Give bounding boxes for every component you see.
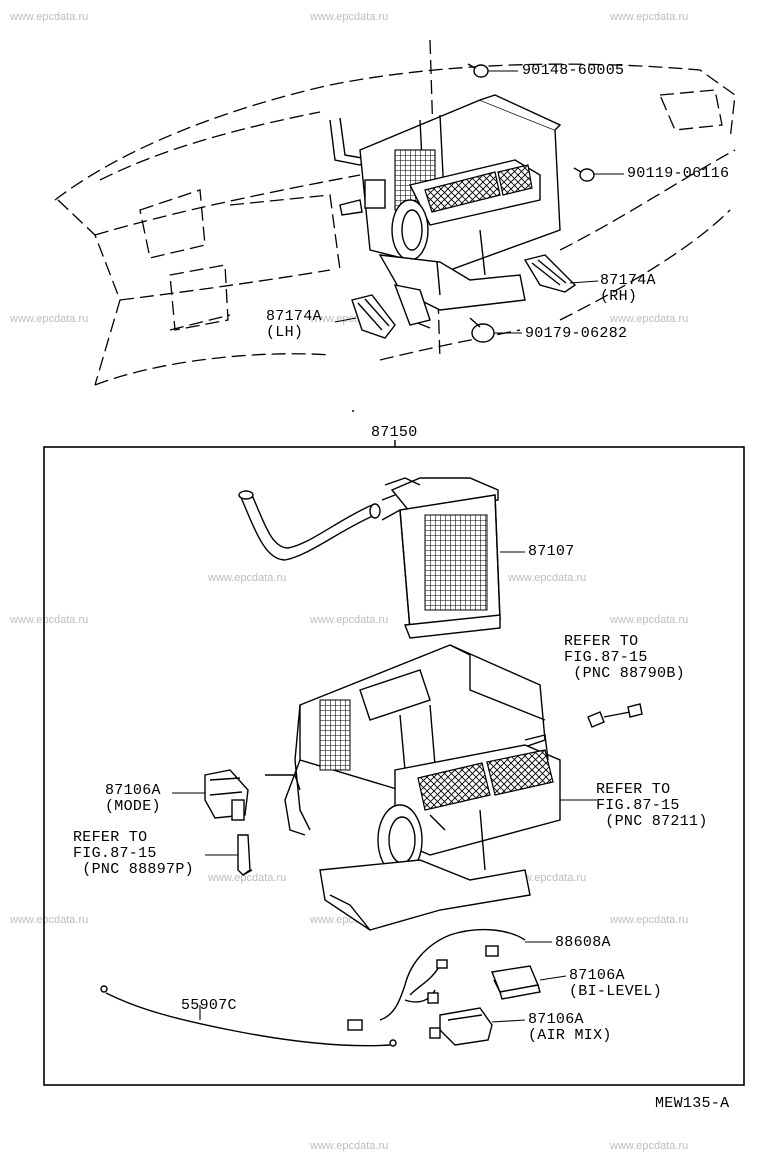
label-refer-88897p: REFER TO FIG.87-15 (PNC 88897P) xyxy=(73,829,194,878)
label-refer-87211: REFER TO FIG.87-15 (PNC 87211) xyxy=(596,781,708,830)
watermark: www.epcdata.ru xyxy=(10,614,89,626)
wire-harness xyxy=(347,928,552,1031)
drawing-code: MEW135-A xyxy=(655,1095,730,1112)
label-servo-mode-87106a: 87106A (MODE) xyxy=(105,782,161,815)
control-cable xyxy=(100,985,397,1047)
watermark: www.epcdata.ru xyxy=(610,11,689,23)
heater-core xyxy=(384,477,525,639)
label-duct-lh-87174a: 87174A (LH) xyxy=(266,308,322,341)
watermark: www.epcdata.ru xyxy=(610,914,689,926)
watermark: www.epcdata.ru xyxy=(610,313,689,325)
watermark: www.epcdata.ru xyxy=(10,313,89,325)
watermark: www.epcdata.ru xyxy=(310,11,389,23)
linkage-88897p xyxy=(205,834,253,876)
label-assembly-87150: 87150 xyxy=(371,424,418,441)
connector-88790b xyxy=(587,703,643,728)
heater-case xyxy=(265,644,597,931)
clip-part xyxy=(469,317,522,343)
label-duct-rh-87174a: 87174A (RH) xyxy=(600,272,656,305)
label-nut-90119-06116: 90119-06116 xyxy=(627,165,730,182)
nut-part xyxy=(573,167,624,182)
watermark: www.epcdata.ru xyxy=(10,914,89,926)
watermark: www.epcdata.ru xyxy=(208,572,287,584)
label-servo-airmix-87106a: 87106A (AIR MIX) xyxy=(528,1011,612,1044)
heater-hose xyxy=(238,490,401,561)
watermark: www.epcdata.ru xyxy=(310,1140,389,1152)
watermark: www.epcdata.ru xyxy=(310,614,389,626)
label-cable-55907c: 55907C xyxy=(181,997,237,1014)
watermark: www.epcdata.ru xyxy=(508,572,587,584)
heater-unit-installed xyxy=(329,94,562,329)
label-clip-90179-06282: 90179-06282 xyxy=(525,325,628,342)
duct-rh-part xyxy=(523,254,599,293)
label-refer-88790b: REFER TO FIG.87-15 (PNC 88790B) xyxy=(564,633,685,682)
watermark: www.epcdata.ru xyxy=(208,872,287,884)
label-heater-core-87107: 87107 xyxy=(528,543,575,560)
label-bolt-90148-60005: 90148-60005 xyxy=(522,62,625,79)
assembly-frame xyxy=(43,410,745,1086)
servo-mode-part xyxy=(172,769,249,821)
label-servo-bilevel-87106a: 87106A (BI-LEVEL) xyxy=(569,967,663,1000)
servo-airmix-part xyxy=(429,1007,526,1046)
bolt-part xyxy=(467,63,518,78)
duct-lh-part xyxy=(334,294,396,339)
watermark: www.epcdata.ru xyxy=(610,1140,689,1152)
label-harness-88608a: 88608A xyxy=(555,934,611,951)
watermark: www.epcdata.ru xyxy=(10,11,89,23)
watermark: www.epcdata.ru xyxy=(610,614,689,626)
servo-bilevel-part xyxy=(491,965,567,1000)
